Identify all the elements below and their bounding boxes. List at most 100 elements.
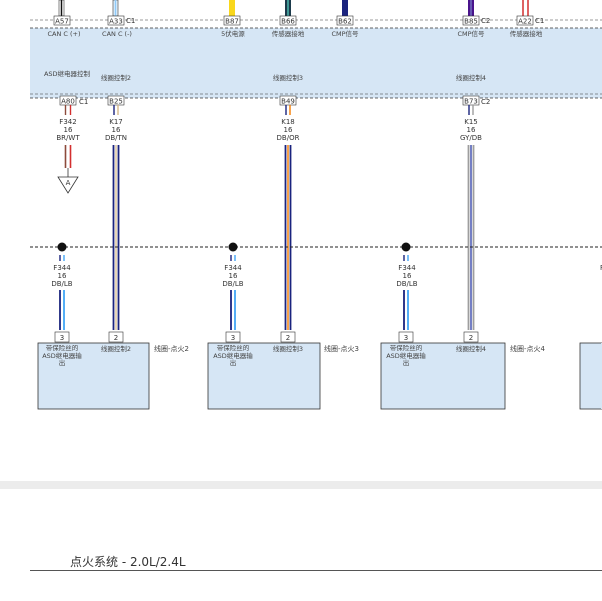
top-pin-boxes: A57 A33 C1 B87 B66 B62 B85 C2 A22 C1 [53,15,544,26]
pin-box-a22 [516,15,534,26]
wire-k17-color: DB/TN [105,134,127,142]
wire-k17-gauge: 16 [112,126,121,134]
coil-2-right-text: 线圈控制2 [101,344,131,353]
coil-4-body [380,342,506,410]
splice3-gauge: 16 [403,272,412,280]
module-control-labels: ASD继电器控制 线圈控制2 线圈控制3 线圈控制4 [44,69,486,82]
coil-3-caption: 线圈-点火3 [324,344,359,353]
wire-f342-color: BR/WT [56,134,80,142]
top-signal-labels: CAN C (+) CAN C (-) 5伏电源 传感器接地 CMP信号 CMP… [47,29,542,38]
wire-k15-circuit: K15 [464,118,478,126]
conn-c2-top: C2 [481,17,490,25]
coil-4-pin3-box [398,331,414,343]
module-body [30,28,602,98]
splice3-circuit: F344 [398,264,416,272]
bottom-pin-boxes: A80 C1 B25 B49 B73 C2 [59,95,490,106]
pin-box-a80 [59,95,77,106]
wire-f342-gauge: 16 [64,126,73,134]
pin-box-b49 [279,95,297,106]
conn-c1-top-right: C1 [535,17,544,25]
pin-a33: A33 [109,18,123,26]
splice4-partial: F [600,264,602,272]
page-separator [0,481,602,489]
coil-3-left-text: 带保险丝的ASD继电器输出 [213,345,253,367]
coil-2-body [37,342,150,410]
coil-3-pin3-box [225,331,241,343]
coil-3-pin3: 3 [231,334,235,342]
footer-rule [30,570,602,571]
pin-box-b85 [462,15,480,26]
pin-b85: B85 [464,18,478,26]
coil-4-left-text: 带保险丝的ASD继电器输出 [386,345,426,367]
coil-2-pin3: 3 [60,334,64,342]
label-coil-control-3: 线圈控制3 [273,73,303,82]
label-sensor-ground: 传感器接地 [272,29,305,38]
wire-k15-color: GY/DB [460,134,482,142]
pin-b66: B66 [281,18,295,26]
coil-2-caption: 线圈-点火2 [154,344,189,353]
pin-b49: B49 [281,98,295,106]
pin-b62: B62 [338,18,352,26]
conn-c2-bottom: C2 [481,98,490,106]
conn-c1-top: C1 [126,17,135,25]
pin-a22: A22 [518,18,532,26]
coil-4-pin3: 3 [404,334,408,342]
long-wires [64,145,475,330]
pin-b25: B25 [109,98,123,106]
connector-ref-label: A [66,179,71,187]
splice2-circuit: F344 [224,264,242,272]
pin-b87: B87 [225,18,239,26]
coil-4: 3 2 带保险丝的ASD继电器输出 线圈控制4 线圈-点火4 [380,331,546,410]
coil-partial-body [579,342,602,410]
pin-box-b62 [336,15,354,26]
wire-stubs [64,105,474,115]
coil-2-pin2-box [108,331,124,343]
coil-2-left-text: 带保险丝的ASD继电器输出 [42,345,82,367]
splice-wire-labels: F344 16 DB/LB F344 16 DB/LB F344 16 DB/L… [51,264,602,288]
pin-box-a57 [53,15,71,26]
splice1-color: DB/LB [51,280,72,288]
pin-box-b87 [223,15,241,26]
coil-2-pin2: 2 [114,334,118,342]
wire-k17-circuit: K17 [109,118,123,126]
coil-3: 3 2 带保险丝的ASD继电器输出 线圈控制3 线圈-点火3 [207,331,359,410]
wire-b62 [342,0,348,16]
top-wires [58,0,529,17]
splice3-color: DB/LB [396,280,417,288]
coil-2: 3 2 带保险丝的ASD继电器输出 线圈控制2 线圈-点火2 [37,331,189,410]
coil-4-pin2-box [463,331,479,343]
coil-3-pin2-box [280,331,296,343]
pin-box-b66 [279,15,297,26]
label-5v-supply: 5伏电源 [221,29,245,38]
coil-3-body [207,342,321,410]
label-can-c-plus: CAN C (+) [47,30,80,38]
coil-4-right-text: 线圈控制4 [456,344,486,353]
coil-2-pin3-box [54,331,70,343]
pin-box-b73 [462,95,480,106]
wire-labels: F342 16 BR/WT K17 16 DB/TN K18 16 DB/OR … [56,118,482,142]
splice2-color: DB/LB [222,280,243,288]
label-cmp-signal: CMP信号 [331,29,359,38]
wire-k15-gauge: 16 [467,126,476,134]
splice-stubs [59,255,409,261]
pin-box-a33 [107,15,125,26]
label-coil-control-4: 线圈控制4 [456,73,486,82]
wire-k18-gauge: 16 [284,126,293,134]
coil-3-right-text: 线圈控制3 [273,344,303,353]
splice1-gauge: 16 [58,272,67,280]
coil-3-pin2: 2 [286,334,290,342]
pin-a57: A57 [55,18,69,26]
coil-4-caption: 线圈-点火4 [510,344,546,353]
wire-f342-circuit: F342 [59,118,76,126]
pin-b73: B73 [464,98,478,106]
splice-dot-2 [228,242,238,252]
wire-b87 [229,0,235,16]
pin-a80: A80 [61,98,75,106]
label-can-c-minus: CAN C (-) [102,30,132,38]
splice-wires [59,290,409,330]
label-coil-control-2: 线圈控制2 [101,73,131,82]
pin-box-b25 [107,95,125,106]
label-cmp-signal-2: CMP信号 [457,29,485,38]
